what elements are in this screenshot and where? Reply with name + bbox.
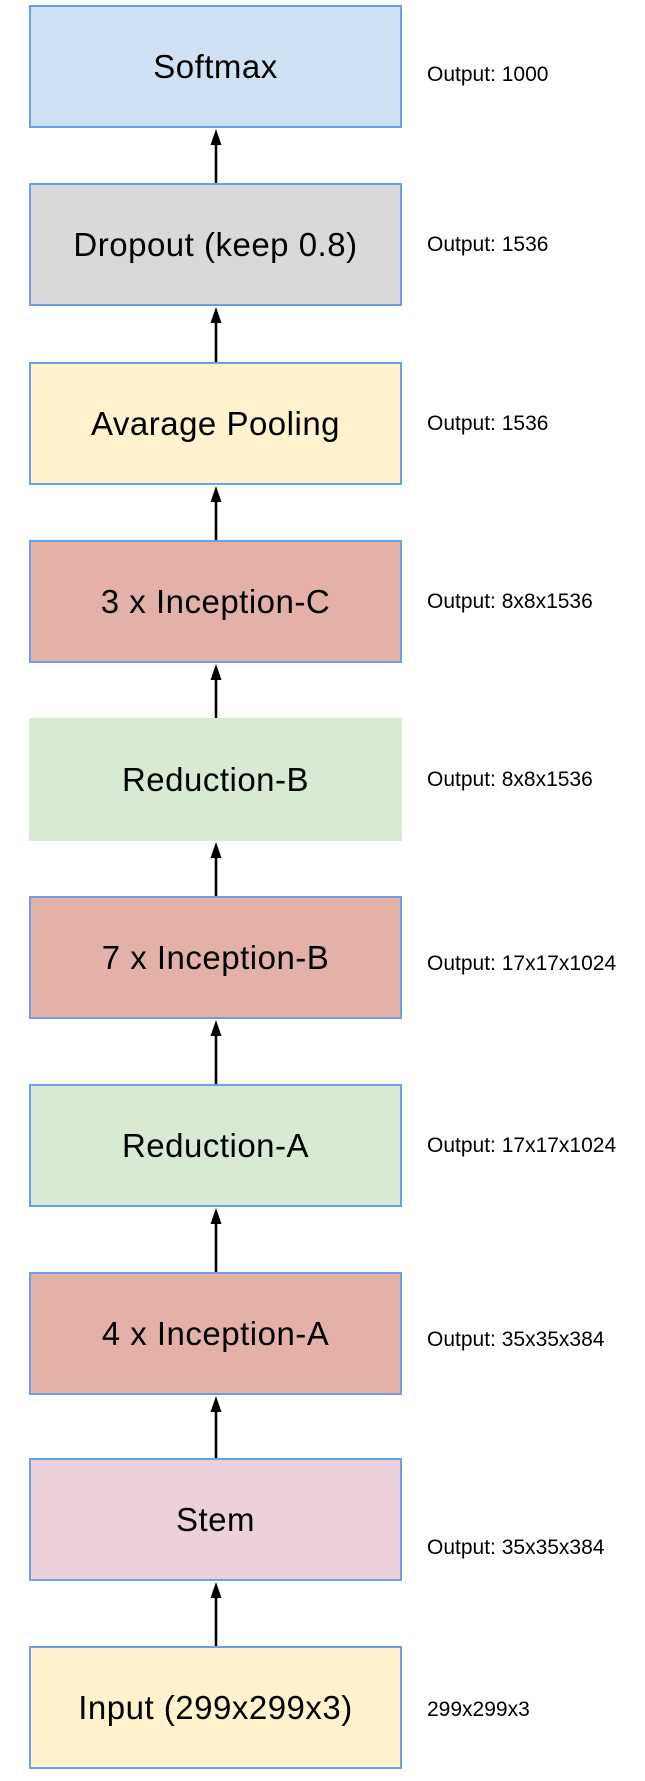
- node-label: Reduction-B: [121, 760, 310, 798]
- output-label-softmax: Output: 1000: [427, 62, 549, 86]
- flow-arrow-up: [210, 1582, 222, 1646]
- node-label: 4 x Inception-A: [101, 1314, 330, 1352]
- flow-arrow-up: [210, 1208, 222, 1272]
- flow-arrow-up: [210, 307, 222, 362]
- output-label-reduction-b: Output: 8x8x1536: [427, 767, 593, 791]
- diagram-node-7-x-inception-b: 7 x Inception-B: [29, 896, 402, 1019]
- node-label: Dropout (keep 0.8): [73, 225, 358, 263]
- diagram-node-4-x-inception-a: 4 x Inception-A: [29, 1272, 402, 1395]
- node-label: Avarage Pooling: [90, 404, 341, 442]
- diagram-node-reduction-a: Reduction-A: [29, 1084, 402, 1207]
- flow-arrow-up: [210, 842, 222, 896]
- output-label-4-x-inception-a: Output: 35x35x384: [427, 1327, 605, 1351]
- flow-arrow-up: [210, 486, 222, 540]
- node-label: Softmax: [153, 47, 278, 85]
- output-label-7-x-inception-b: Output: 17x17x1024: [427, 951, 617, 975]
- diagram-node-avarage-pooling: Avarage Pooling: [29, 362, 402, 485]
- node-label: 3 x Inception-C: [100, 582, 331, 620]
- output-label-input-299x299x3: 299x299x3: [427, 1697, 530, 1721]
- output-label-stem: Output: 35x35x384: [427, 1535, 605, 1559]
- output-label-avarage-pooling: Output: 1536: [427, 411, 549, 435]
- flow-arrow-up: [210, 129, 222, 183]
- node-label: Reduction-A: [121, 1126, 310, 1164]
- diagram-node-3-x-inception-c: 3 x Inception-C: [29, 540, 402, 663]
- diagram-node-input-299x299x3: Input (299x299x3): [29, 1646, 402, 1769]
- diagram-node-softmax: Softmax: [29, 5, 402, 128]
- output-label-3-x-inception-c: Output: 8x8x1536: [427, 589, 593, 613]
- output-label-dropout-keep-0-8: Output: 1536: [427, 232, 549, 256]
- diagram-node-stem: Stem: [29, 1458, 402, 1581]
- node-label: Input (299x299x3): [78, 1688, 353, 1726]
- diagram-node-dropout-keep-0-8: Dropout (keep 0.8): [29, 183, 402, 306]
- node-label: 7 x Inception-B: [101, 938, 330, 976]
- diagram-node-reduction-b: Reduction-B: [29, 718, 402, 841]
- node-label: Stem: [175, 1500, 256, 1538]
- output-label-reduction-a: Output: 17x17x1024: [427, 1133, 617, 1157]
- flow-arrow-up: [210, 664, 222, 718]
- flow-arrow-up: [210, 1020, 222, 1084]
- flow-arrow-up: [210, 1396, 222, 1458]
